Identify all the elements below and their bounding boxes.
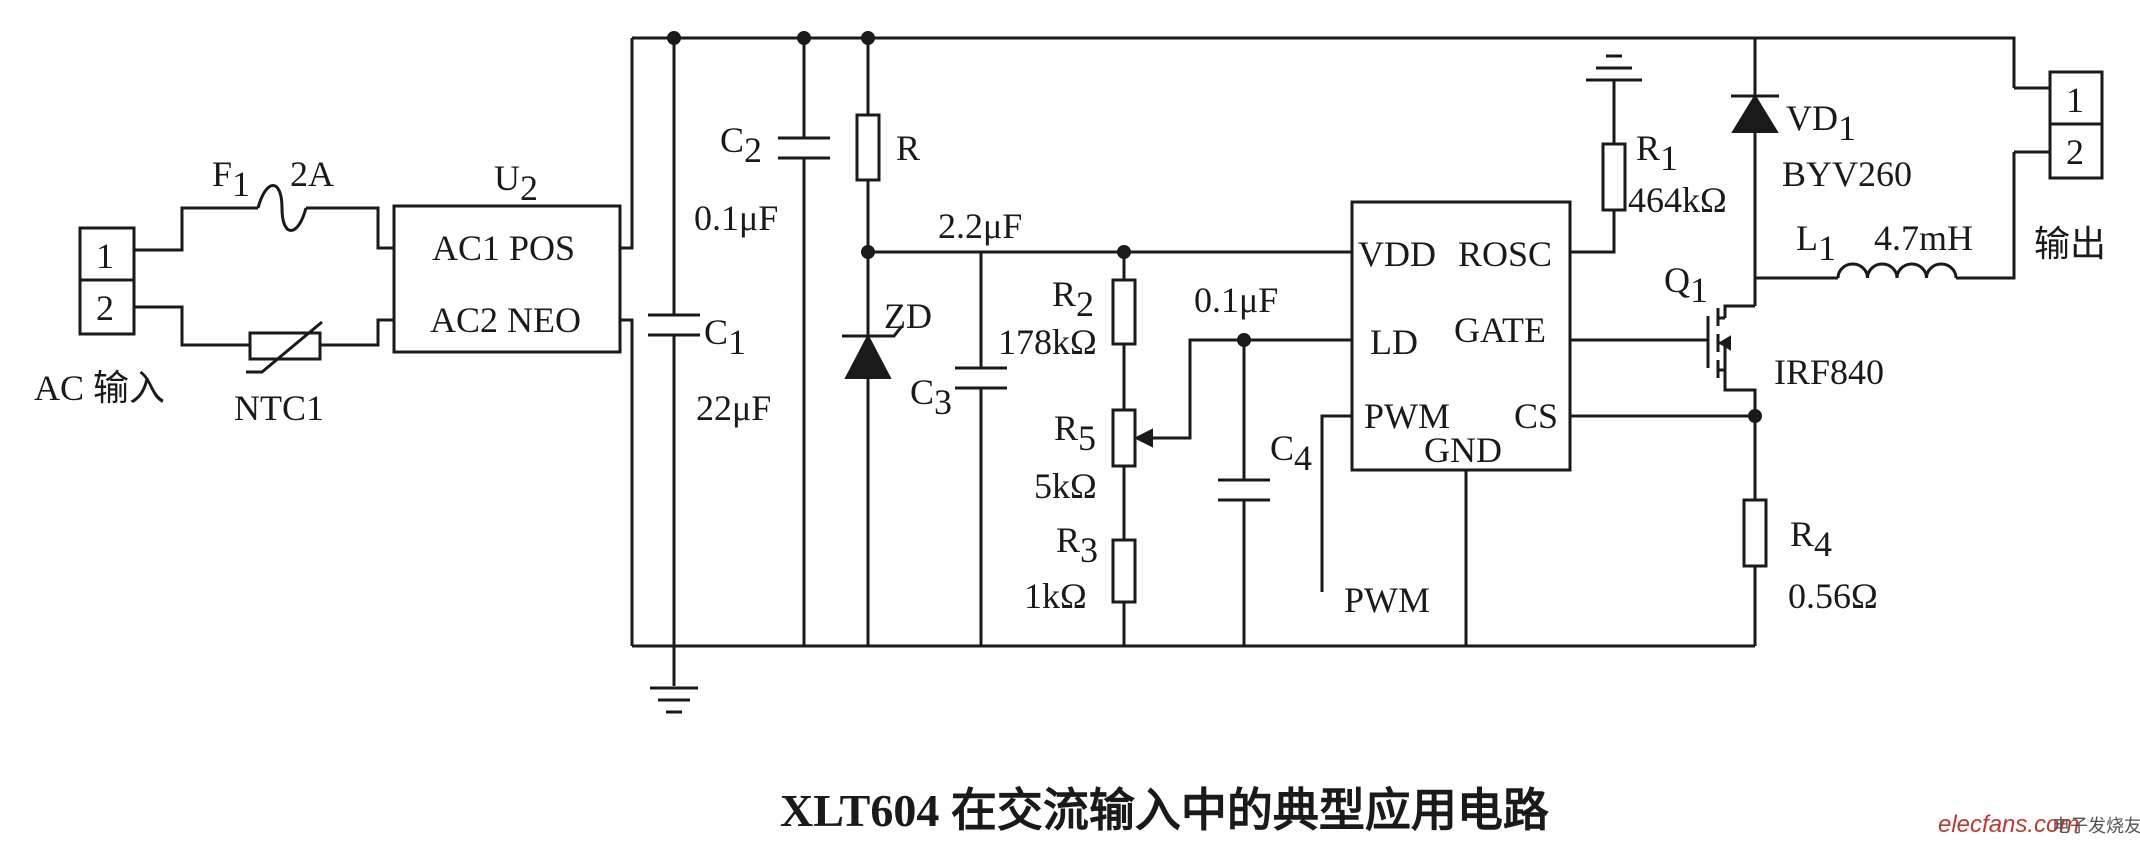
capacitor-c1: C1 22μF: [648, 312, 771, 428]
capacitor-c2: C2 0.1μF: [694, 120, 830, 238]
ground-symbol-left: [650, 686, 698, 714]
u2-pin-ac2-neo: AC2 NEO: [430, 300, 581, 340]
r5-ref: R5: [1054, 408, 1096, 458]
ic-pin-ld: LD: [1370, 322, 1418, 362]
junction-dots: [667, 31, 1762, 423]
c2-ref: C2: [720, 120, 762, 170]
q1-value: IRF840: [1774, 352, 1884, 392]
resistor-r3: R3 1kΩ: [1024, 520, 1137, 616]
inductor-l1: L1 4.7mH: [1796, 218, 1973, 279]
vd1-value: BYV260: [1782, 154, 1912, 194]
r-label: R: [896, 128, 920, 168]
resistor-r2: R2 178kΩ: [998, 274, 1137, 362]
ic-pin-cs: CS: [1514, 396, 1558, 436]
watermark: elecfans.com: [1938, 811, 2079, 838]
r5-value: 5kΩ: [1034, 466, 1097, 506]
pwm-input-label: PWM: [1344, 580, 1430, 620]
output-pin-1: 1: [2066, 80, 2084, 120]
ic-pin-vdd: VDD: [1358, 234, 1436, 274]
zd-label: ZD: [884, 296, 932, 336]
potentiometer-r5: R5 5kΩ: [1034, 408, 1153, 506]
ic-pin-gate: GATE: [1454, 310, 1546, 350]
xlt604-ic: VDD ROSC LD GATE PWM CS GND: [1350, 200, 1572, 472]
q1-ref: Q1: [1664, 260, 1708, 310]
f1-value: 2A: [290, 154, 334, 194]
ac-input-label: AC 输入: [34, 368, 165, 408]
l1-ref: L1: [1796, 218, 1836, 268]
diode-vd1: VD1 BYV260: [1731, 94, 1912, 194]
c2-value: 0.1μF: [694, 198, 778, 238]
r3-ref: R3: [1056, 520, 1098, 570]
r2-value: 178kΩ: [998, 322, 1097, 362]
c4-ref: C4: [1270, 428, 1312, 478]
r2-ref: R2: [1052, 274, 1094, 324]
ntc-label: NTC1: [234, 388, 324, 428]
r4-ref: R4: [1790, 514, 1832, 564]
c3-value: 2.2μF: [938, 206, 1022, 246]
output-label: 输出: [2034, 224, 2106, 264]
capacitor-c3: C3 2.2μF: [910, 206, 1022, 422]
f1-ref: F1: [212, 154, 250, 204]
bridge-rectifier-u2: U2 AC1 POS AC2 NEO: [392, 158, 622, 354]
ground-symbol-top: [1586, 54, 1642, 88]
ntc-thermistor: NTC1: [234, 320, 324, 428]
u2-ref: U2: [494, 158, 538, 208]
ic-pin-gnd: GND: [1424, 430, 1502, 470]
mosfet-q1: Q1 IRF840: [1664, 260, 1884, 392]
resistor-r4: R4 0.56Ω: [1742, 498, 1878, 616]
fuse-f1: F1 2A: [212, 154, 334, 232]
output-connector: 1 2 输出: [2014, 70, 2106, 264]
ac-input-connector: 1 2 AC 输入: [34, 226, 165, 408]
input-pin-2: 2: [96, 288, 114, 328]
ic-pin-rosc: ROSC: [1458, 234, 1552, 274]
r4-value: 0.56Ω: [1788, 576, 1878, 616]
c4-value: 0.1μF: [1194, 280, 1278, 320]
u2-pin-ac1-pos: AC1 POS: [432, 228, 575, 268]
r1-value: 464kΩ: [1628, 180, 1727, 220]
resistor-r: R: [855, 113, 920, 182]
vd1-ref: VD1: [1786, 98, 1856, 148]
diagram-caption: XLT604 在交流输入中的典型应用电路: [780, 785, 1550, 836]
wires: [134, 36, 2016, 686]
c1-ref: C1: [704, 312, 746, 362]
capacitor-c4: C4 0.1μF: [1194, 280, 1312, 502]
ic-pin-pwm: PWM: [1364, 396, 1450, 436]
r3-value: 1kΩ: [1024, 576, 1087, 616]
r1-ref: R1: [1636, 128, 1678, 178]
c1-value: 22μF: [696, 388, 771, 428]
zener-zd: ZD: [842, 296, 932, 379]
c3-ref: C3: [910, 372, 952, 422]
l1-value: 4.7mH: [1874, 218, 1973, 258]
input-pin-1: 1: [96, 236, 114, 276]
watermark-cn: 电子发烧友: [2052, 816, 2140, 837]
resistor-r1: R1 464kΩ: [1601, 128, 1727, 220]
output-pin-2: 2: [2066, 132, 2084, 172]
